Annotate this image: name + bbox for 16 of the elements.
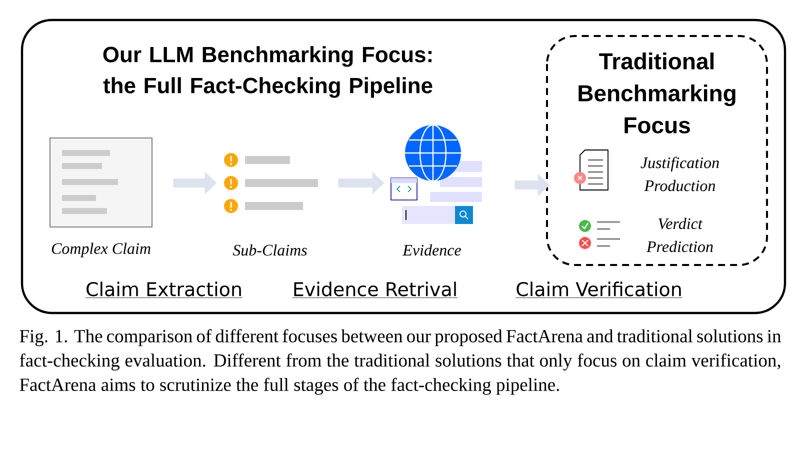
heading: Traditional Benchmarking Focus — [578, 52, 736, 134]
stage-title: Claim Extraction — [85, 282, 243, 298]
stage-title: Claim Verification — [515, 282, 683, 298]
stage-label: Verdict Prediction — [646, 218, 713, 252]
stage-title: Evidence Retrival — [292, 282, 458, 298]
caption-text: Complex Claim — [52, 242, 150, 258]
caption-text: Sub-Claims — [232, 244, 307, 256]
picture — [390, 124, 482, 224]
picture — [224, 153, 318, 213]
figure-caption: Fig. 1. The comparison of different focuses between our proposed FactArena and traditional solutions in fact-checking evaluation. Different from the traditional solutions that only focus on claim verification, FactArena aims to scrutinize the full stages of the fact-checking pipeline. — [20, 329, 781, 395]
stage-label: Justification Production — [640, 156, 719, 192]
caption-text: Evidence — [402, 244, 461, 256]
picture — [50, 138, 152, 228]
pipeline-frame — [20, 18, 786, 314]
dashed-frame — [546, 35, 768, 266]
heading: Our LLM Benchmarking Focus: the Full Fact-Checking Pipeline — [103, 46, 432, 98]
